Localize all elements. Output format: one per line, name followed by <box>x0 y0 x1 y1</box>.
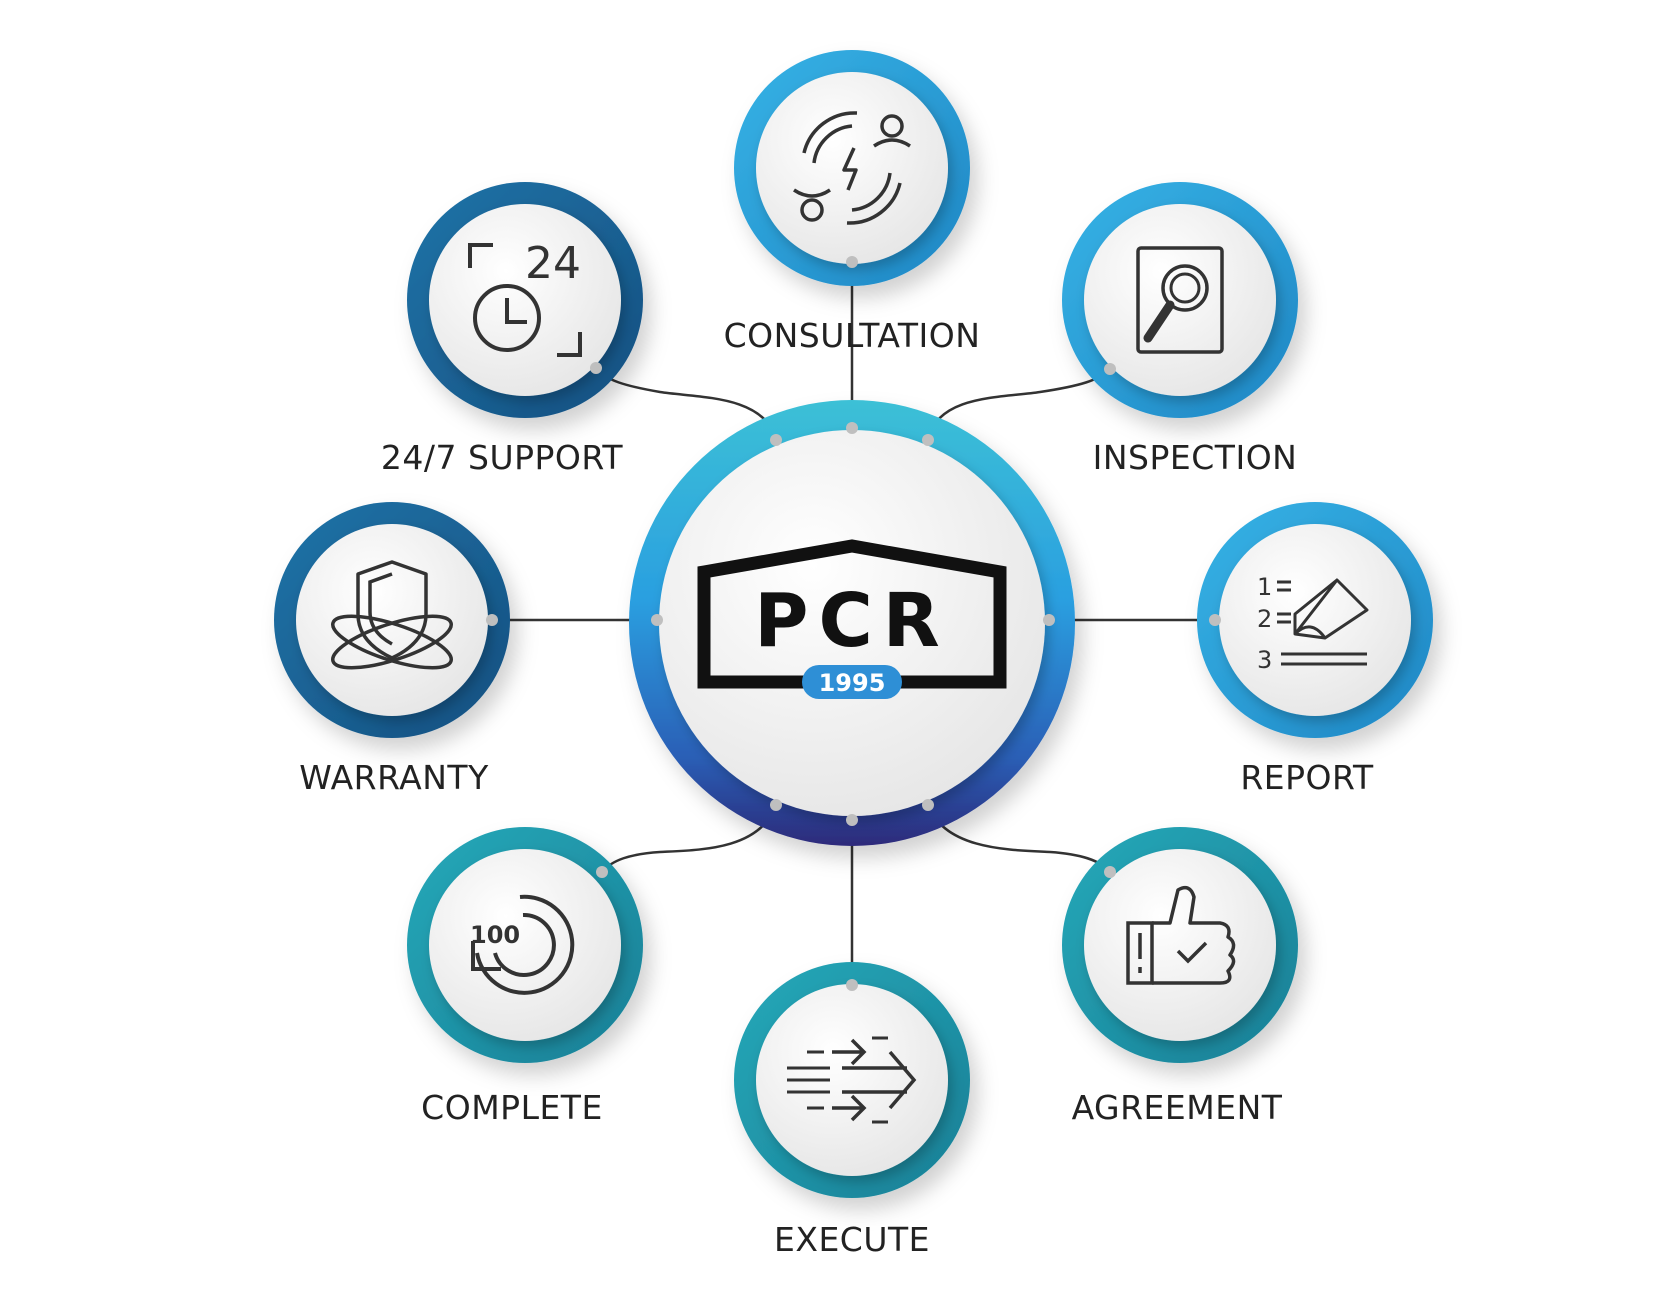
thumbs-up-check-icon <box>1126 885 1236 985</box>
center-connector-dots <box>651 422 1055 826</box>
connectors <box>492 262 1215 985</box>
label-support: 24/7 SUPPORT <box>380 438 624 477</box>
node-report: 1 2 3 <box>1197 502 1433 738</box>
label-report: REPORT <box>1240 758 1374 797</box>
label-warranty: WARRANTY <box>299 758 489 797</box>
label-consultation: CONSULTATION <box>723 316 981 355</box>
icon-100-text: 100 <box>470 921 520 949</box>
node-support: 24 <box>407 182 643 418</box>
phone-cycle-icon <box>793 111 911 225</box>
label-agreement: AGREEMENT <box>1071 1088 1283 1127</box>
node-disc <box>1084 849 1276 1041</box>
node-dot <box>590 362 602 374</box>
node-dot <box>846 256 858 268</box>
nodes: 1 2 3 100 24 <box>274 50 1433 1198</box>
label-complete: COMPLETE <box>421 1088 603 1127</box>
logo-year: 1995 <box>819 669 886 697</box>
node-agreement <box>1062 827 1298 1063</box>
node-inspection <box>1062 182 1298 418</box>
node-disc <box>756 984 948 1176</box>
node-disc <box>429 204 621 396</box>
connector-agreement <box>926 804 1111 873</box>
magnifier-document-icon <box>1136 246 1224 354</box>
numbered-list-pencil-icon: 1 2 3 <box>1257 573 1369 674</box>
node-dot <box>1209 614 1221 626</box>
center-hub: PCR 1995 <box>629 400 1075 846</box>
node-dot <box>596 866 608 878</box>
node-consultation <box>734 50 970 286</box>
node-execute <box>734 962 970 1198</box>
label-execute: EXECUTE <box>773 1220 931 1259</box>
pcr-logo: PCR 1995 <box>697 539 1007 699</box>
node-dot <box>846 979 858 991</box>
node-dot <box>1104 363 1116 375</box>
logo-text: PCR <box>754 578 950 664</box>
svg-text:3: 3 <box>1257 646 1272 674</box>
label-inspection: INSPECTION <box>1092 438 1298 477</box>
node-disc <box>429 849 621 1041</box>
icon-24-text: 24 <box>525 238 581 289</box>
100-percent-cycle-icon: 100 <box>470 894 575 995</box>
24-hour-clock-icon: 24 <box>468 238 582 357</box>
node-complete: 100 <box>407 827 643 1063</box>
svg-text:1: 1 <box>1257 573 1272 601</box>
node-dot <box>486 614 498 626</box>
node-warranty <box>274 502 510 738</box>
shield-orbit-icon <box>331 560 453 670</box>
node-disc <box>756 72 948 264</box>
arrows-forward-icon <box>787 1036 917 1124</box>
svg-text:2: 2 <box>1257 605 1272 633</box>
node-dot <box>1104 866 1116 878</box>
node-disc <box>1219 524 1411 716</box>
node-disc <box>296 524 488 716</box>
connector-complete <box>601 804 778 873</box>
